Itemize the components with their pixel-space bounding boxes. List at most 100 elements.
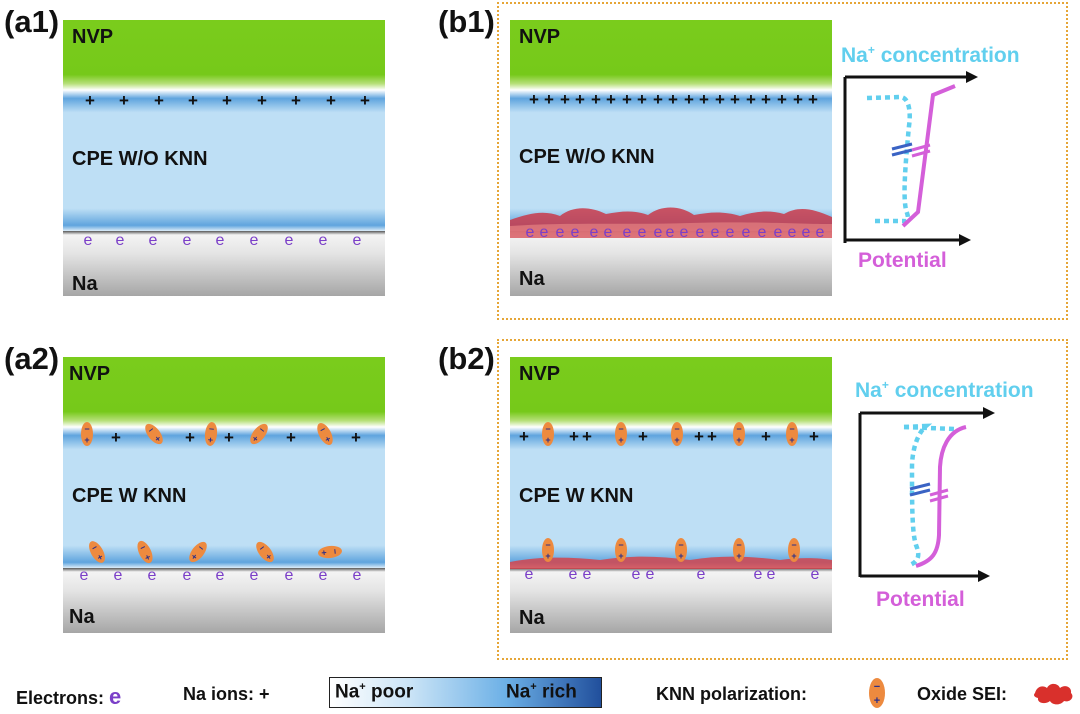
electron: e: [774, 224, 783, 241]
svg-text:+: +: [153, 433, 163, 444]
knn-row-bottom: −+−+−+−+−+: [89, 540, 342, 564]
bottom-arrowhead: [959, 234, 971, 246]
plot-potential-label: Potential: [876, 588, 965, 611]
na-layer: [63, 568, 385, 633]
svg-text:+: +: [84, 435, 89, 445]
concentration-curve-top: [903, 424, 955, 432]
electron: e: [754, 566, 763, 583]
axis-break: [929, 488, 949, 497]
svg-text:+: +: [545, 551, 550, 561]
nvp-layer: [63, 20, 385, 90]
svg-text:−: −: [874, 681, 880, 693]
panel-label-a2: (a2): [4, 341, 60, 376]
na-ion: +: [694, 427, 704, 446]
na-layer: [63, 231, 385, 296]
svg-text:+: +: [618, 551, 623, 561]
electron: e: [680, 224, 689, 241]
na-ion: +: [291, 91, 301, 110]
svg-text:−: −: [208, 424, 214, 434]
svg-text:−: −: [138, 542, 147, 553]
svg-text:−: −: [330, 548, 340, 554]
electron: e: [654, 224, 663, 241]
cpe-label: CPE W/O KNN: [72, 148, 208, 170]
svg-text:+: +: [250, 433, 260, 444]
electron: e: [697, 566, 706, 583]
panel-a2: NVP CPE W KNN Na +++++ −+−+−+−+−+ −+−+−+…: [63, 357, 385, 633]
electron: e: [742, 224, 751, 241]
na-ion: +: [582, 427, 592, 446]
electron: e: [646, 566, 655, 583]
electron: e: [623, 224, 632, 241]
legend-na-gradient-bar: Na+ poor Na+ rich: [329, 677, 602, 708]
nvp-label: NVP: [69, 363, 111, 385]
cpe-layer: [510, 427, 832, 568]
na-ion: +: [257, 91, 267, 110]
svg-text:+: +: [736, 551, 741, 561]
na-ion-row: +++++++++: [85, 91, 370, 110]
na-ion: +: [185, 428, 195, 447]
electron: e: [80, 567, 89, 584]
nvp-layer: [510, 20, 832, 90]
electron: e: [183, 567, 192, 584]
na-ion: +: [761, 427, 771, 446]
knn-particle: −+: [250, 423, 268, 444]
svg-text:+: +: [189, 551, 199, 562]
na-ion-row: +++++: [111, 428, 361, 447]
knn-particle: −+: [317, 423, 333, 445]
panel-frame-b2: [497, 339, 1068, 660]
axis-break: [891, 148, 913, 157]
svg-text:+: +: [789, 435, 794, 445]
plot-b1: [843, 71, 978, 246]
electron: e: [353, 567, 362, 584]
electron: e: [116, 232, 125, 249]
plot-concentration-label: Na+ concentration: [841, 43, 1020, 67]
na-ion: +: [569, 427, 579, 446]
knn-particle: −+: [204, 422, 218, 446]
na-layer: [510, 568, 832, 633]
na-layer: [510, 231, 832, 296]
na-ion: +: [544, 90, 554, 109]
knn-polarization-icon: − +: [869, 678, 885, 708]
knn-particle: −+: [81, 422, 93, 446]
plot-concentration-label: Na+ concentration: [855, 378, 1034, 402]
knn-particle: −+: [675, 538, 687, 562]
legend-knn-label: KNN polarization:: [656, 684, 807, 704]
oxide-sei-icon: [1034, 683, 1073, 705]
legend: Electrons: e Na ions: + Na+ poor Na+ ric…: [0, 672, 1080, 714]
electron: e: [802, 224, 811, 241]
electron: e: [590, 224, 599, 241]
cpe-layer: [63, 427, 385, 568]
na-label: Na: [519, 607, 545, 629]
svg-text:−: −: [90, 542, 100, 553]
knn-particle: −+: [137, 540, 153, 564]
top-arrowhead: [966, 71, 978, 83]
oxide-sei-layer-light: [510, 222, 832, 238]
na-ion: +: [188, 91, 198, 110]
svg-text:−: −: [196, 542, 206, 553]
na-ion: +: [529, 90, 539, 109]
potential-curve: [915, 425, 967, 568]
legend-electron-symbol: e: [109, 684, 122, 709]
svg-text:+: +: [95, 552, 105, 563]
svg-text:−: −: [545, 424, 550, 434]
na-ion: +: [606, 90, 616, 109]
knn-particle: −+: [542, 422, 554, 446]
electron: e: [604, 224, 613, 241]
electron: e: [571, 224, 580, 241]
svg-text:−: −: [618, 540, 623, 550]
electron: e: [540, 224, 549, 241]
svg-text:−: −: [618, 424, 623, 434]
na-ion: +: [730, 90, 740, 109]
svg-text:+: +: [618, 435, 623, 445]
knn-particle: −+: [615, 422, 627, 446]
na-ion: +: [326, 91, 336, 110]
electron: e: [556, 224, 565, 241]
axis-break: [911, 143, 931, 152]
electron: e: [148, 567, 157, 584]
electron: e: [696, 224, 705, 241]
electron: e: [632, 566, 641, 583]
svg-text:+: +: [545, 435, 550, 445]
na-label: Na: [72, 273, 98, 295]
